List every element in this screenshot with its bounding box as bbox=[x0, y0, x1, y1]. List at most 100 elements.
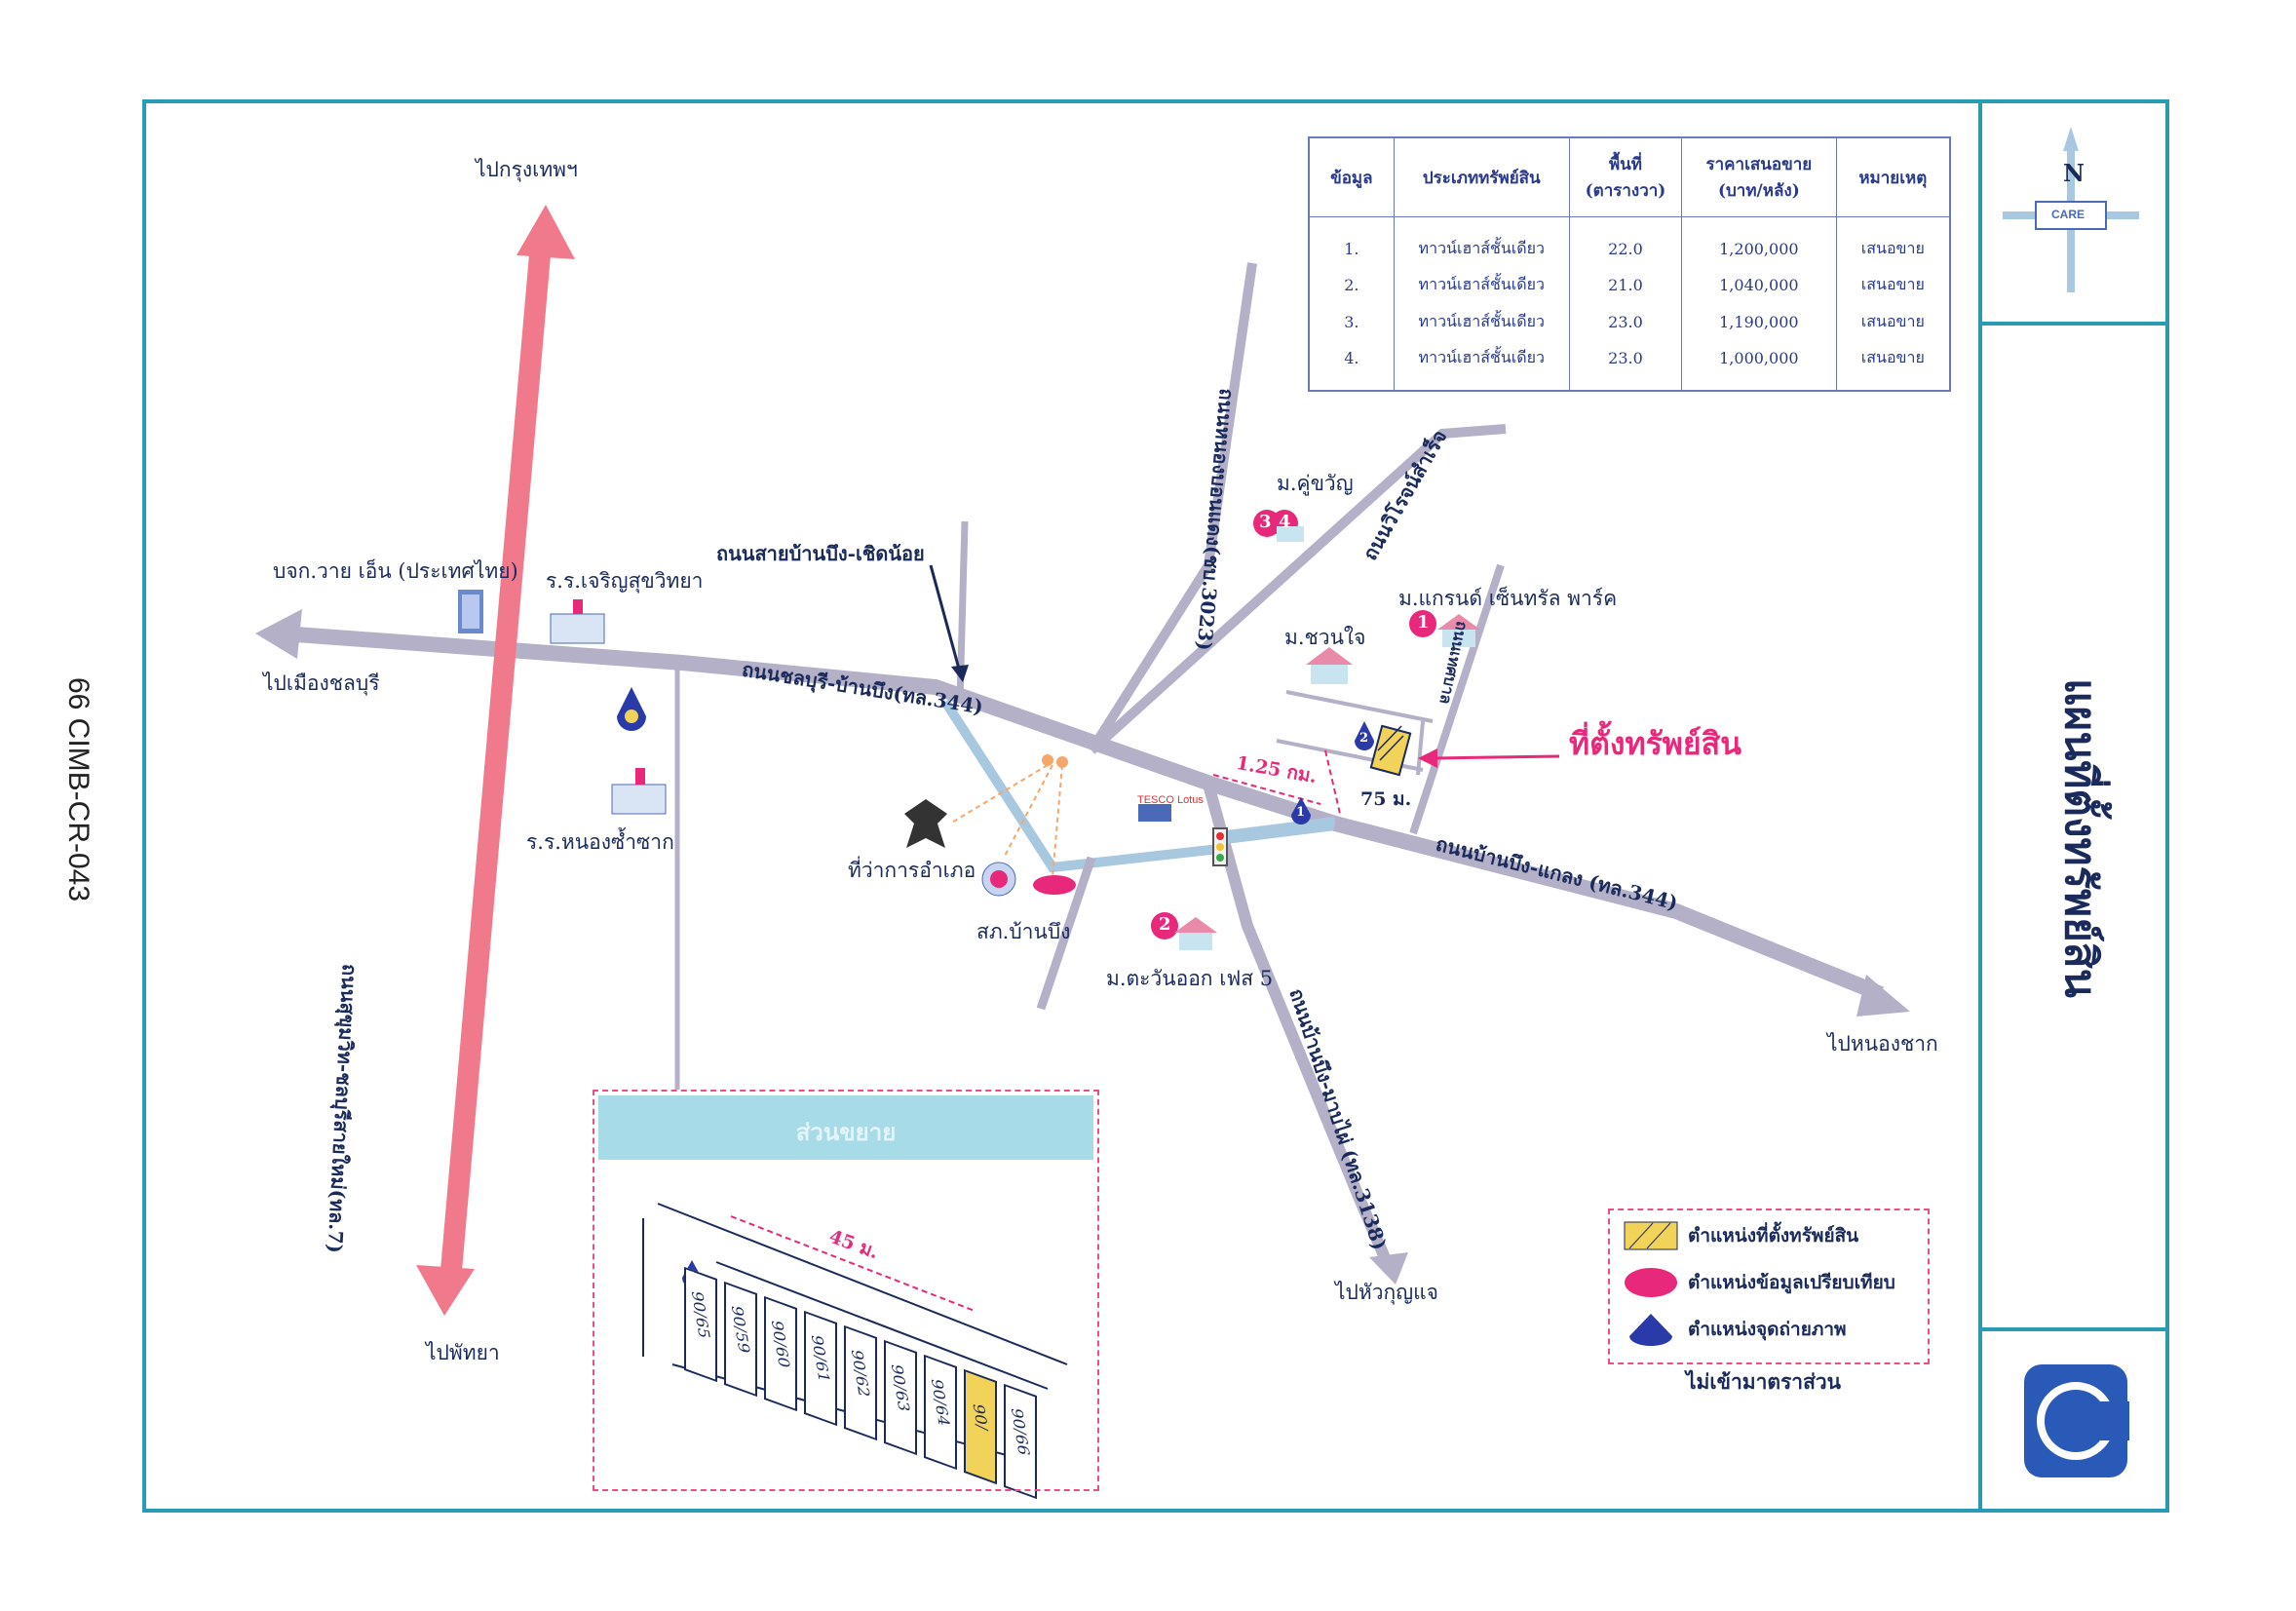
comparable-marker-3: 3 bbox=[1259, 512, 1272, 532]
comparable-marker-2: 2 bbox=[1159, 914, 1171, 935]
place-police: สภ.บ้านบึง bbox=[976, 920, 1071, 943]
district-link bbox=[1052, 764, 1063, 878]
store-icon bbox=[1138, 804, 1171, 822]
photo-swatch-icon bbox=[1629, 1314, 1672, 1346]
legend-label: ตำแหน่งที่ตั้งทรัพย์สิน bbox=[1688, 1225, 1859, 1247]
compass-north: N bbox=[2063, 159, 2085, 187]
table-cell: 4. bbox=[1308, 340, 1395, 377]
direction-hua-kunjae: ไปหัวกุญแจ bbox=[1335, 1281, 1438, 1304]
distance-line-1 bbox=[1212, 774, 1321, 805]
table-cell: ทาวน์เฮาส์ชั้นเดียว bbox=[1393, 266, 1570, 304]
compass-icon bbox=[2003, 127, 2139, 292]
table-cell: 21.0 bbox=[1568, 266, 1683, 304]
table-cell: 23.0 bbox=[1568, 303, 1683, 341]
subject-label: ที่ตั้งทรัพย์สิน bbox=[1569, 725, 1742, 762]
compass-badge: CARE bbox=[2051, 208, 2086, 221]
road-soi-1 bbox=[1285, 690, 1434, 723]
inset-dim-line bbox=[730, 1215, 976, 1312]
side-divider bbox=[1978, 322, 2169, 326]
distance-label-2: 75 ม. bbox=[1360, 788, 1412, 810]
police-icon bbox=[981, 862, 1016, 897]
table-cell: ทาวน์เฮาส์ชั้นเดียว bbox=[1393, 230, 1570, 267]
arrow-head-nong-chak bbox=[1856, 975, 1910, 1016]
house-icon bbox=[1174, 917, 1217, 950]
temple-icon bbox=[617, 687, 646, 731]
place-grand-central: ม.แกรนด์ เซ็นทรัล พาร์ค bbox=[1398, 587, 1618, 610]
legend: ตำแหน่งที่ตั้งทรัพย์สิน ตำแหน่งข้อมูลเปร… bbox=[1608, 1208, 1930, 1364]
table-cell: 1,190,000 bbox=[1681, 303, 1837, 341]
table-cell: เสนอขาย bbox=[1835, 230, 1951, 267]
table-header: ประเภททรัพย์สิน bbox=[1393, 136, 1570, 217]
place-school-charoen: ร.ร.เจริญสุขวิทยา bbox=[546, 569, 704, 593]
side-column bbox=[1978, 99, 2169, 1513]
road-banbueng-ext bbox=[1217, 817, 1336, 845]
road-district-ring bbox=[940, 699, 1229, 873]
direction-nong-chak: ไปหนองชาก bbox=[1827, 1032, 1938, 1055]
legend-label: ตำแหน่งจุดถ่ายภาพ bbox=[1688, 1319, 1847, 1340]
place-khukwan: ม.คู่ขวัญ bbox=[1277, 472, 1354, 495]
inset-road-top bbox=[657, 1203, 1068, 1365]
table-cell: 1. bbox=[1308, 230, 1395, 267]
road-wiroj-samret bbox=[1088, 424, 1507, 754]
arrow-head-pattaya bbox=[416, 1265, 475, 1316]
place-district-office: ที่ว่าการอำเภอ bbox=[848, 859, 976, 882]
inset-row-top bbox=[715, 1261, 1049, 1390]
pointer-head bbox=[951, 665, 969, 682]
inset-box bbox=[593, 1090, 1099, 1491]
comparable-swatch-icon bbox=[1625, 1268, 1677, 1297]
photo-marker-2: 2 bbox=[1359, 731, 1369, 746]
road-district-south bbox=[1036, 856, 1096, 1011]
table-cell: 2. bbox=[1308, 266, 1395, 304]
photo-marker-inset: 2 bbox=[687, 1270, 697, 1285]
arrow-head-bangkok bbox=[517, 205, 575, 259]
road-nong-bon-daeng-south bbox=[1087, 562, 1213, 753]
care-logo-icon bbox=[2024, 1364, 2129, 1477]
house-icon bbox=[1437, 614, 1480, 647]
table-cell: 23.0 bbox=[1568, 340, 1683, 377]
subject-swatch-icon bbox=[1624, 1221, 1678, 1250]
table-header: ราคาเสนอขาย (บาท/หลัง) bbox=[1681, 136, 1837, 217]
office-building-icon bbox=[458, 590, 483, 633]
inset-title: ส่วนขยาย bbox=[795, 1118, 897, 1146]
pointer-line bbox=[929, 564, 962, 673]
place-chuanjai: ม.ชวนใจ bbox=[1284, 626, 1366, 649]
school-icon bbox=[550, 599, 605, 644]
comparable-marker-icon bbox=[1409, 610, 1436, 637]
subject-hatch bbox=[1377, 725, 1402, 751]
table-header: หมายเหตุ bbox=[1835, 136, 1951, 217]
district-emblem-icon bbox=[1033, 875, 1076, 895]
care-logo bbox=[2022, 1362, 2129, 1479]
direction-pattaya: ไปพัทยา bbox=[426, 1341, 500, 1364]
legend-item-subject: ตำแหน่งที่ตั้งทรัพย์สิน bbox=[1624, 1218, 1858, 1253]
house-icon bbox=[1277, 526, 1304, 542]
store-label: TESCO Lotus bbox=[1137, 794, 1204, 806]
inset-header: ส่วนขยาย bbox=[598, 1095, 1093, 1160]
map-frame bbox=[142, 99, 2169, 1513]
subject-arrow-line bbox=[1432, 754, 1560, 760]
legend-label: ตำแหน่งข้อมูลเปรียบเทียบ bbox=[1688, 1272, 1895, 1293]
table-cell: 1,000,000 bbox=[1681, 340, 1837, 377]
table-cell: เสนอขาย bbox=[1835, 340, 1951, 377]
table-cell: 1,040,000 bbox=[1681, 266, 1837, 304]
arrow-head-chonburi bbox=[255, 609, 302, 659]
subject-hatch bbox=[1379, 735, 1404, 761]
direction-bangkok: ไปกรุงเทพฯ bbox=[476, 158, 578, 181]
table-cell: 22.0 bbox=[1568, 230, 1683, 267]
road-banbueng-klaeng bbox=[1333, 816, 1885, 1002]
place-school-nongchak: ร.ร.หนองซ้ำซาก bbox=[526, 830, 674, 854]
photo-marker-1: 1 bbox=[1296, 805, 1306, 820]
district-link bbox=[949, 764, 1049, 825]
comparable-marker-4: 4 bbox=[1279, 512, 1291, 532]
photo-marker-icon bbox=[1355, 721, 1374, 750]
table-cell: เสนอขาย bbox=[1835, 303, 1951, 341]
place-tawan-ok: ม.ตะวันออก เฟส 5 bbox=[1106, 967, 1274, 990]
table-cell: 3. bbox=[1308, 303, 1395, 341]
subject-arrow-head bbox=[1418, 748, 1437, 768]
school-icon bbox=[611, 768, 667, 815]
arrow-head-hua-kunjae bbox=[1369, 1252, 1408, 1285]
place-yen-company: บจก.วาย เอ็น (ประเทศไทย) bbox=[273, 559, 518, 583]
